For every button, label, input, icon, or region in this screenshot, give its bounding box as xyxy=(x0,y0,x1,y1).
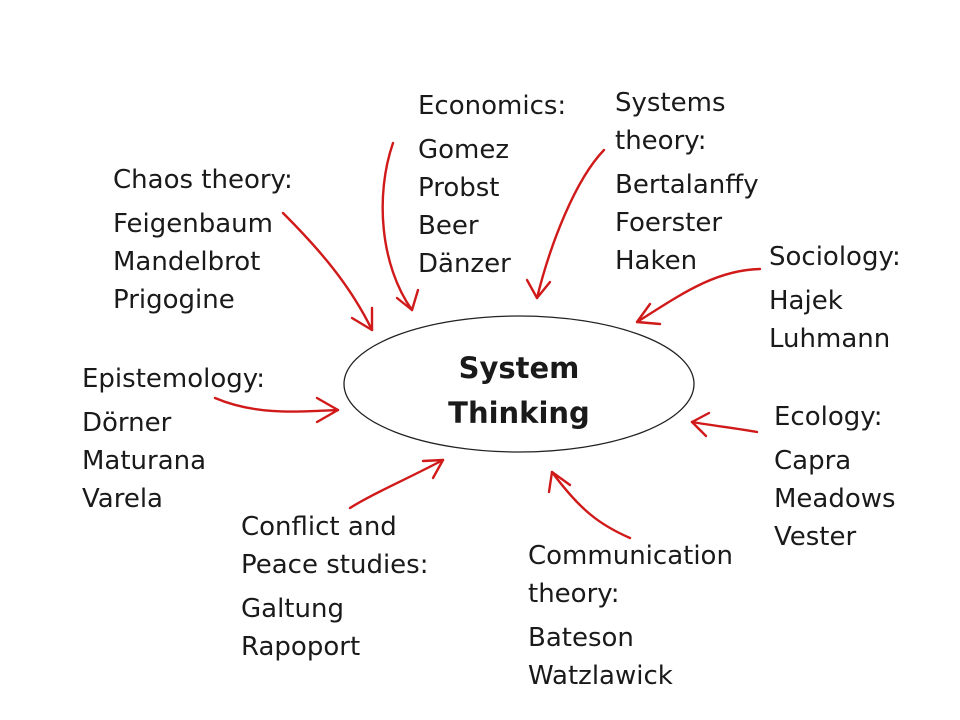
arrow-epistemology xyxy=(213,396,340,424)
group-title-line: Ecology: xyxy=(774,402,883,432)
person-name: Feigenbaum xyxy=(113,209,273,239)
person-name: Watzlawick xyxy=(528,661,673,691)
arrow-ecology xyxy=(690,411,759,438)
group-title: Epistemology: xyxy=(82,360,265,398)
person-name: Meadows xyxy=(774,484,896,514)
person-name: Beer xyxy=(418,211,479,241)
person-name: Rapoport xyxy=(241,632,361,662)
group-title-line: theory: xyxy=(528,579,620,609)
person-name: Varela xyxy=(82,484,163,514)
person-name: Gomez xyxy=(418,135,510,165)
person-name: Dörner xyxy=(82,408,172,438)
person-name: Galtung xyxy=(241,594,344,624)
arrow-chaos-theory xyxy=(281,211,374,332)
arrow-systems-theory xyxy=(525,148,606,300)
group-title: Ecology: xyxy=(774,398,896,436)
person-name: Prigogine xyxy=(113,285,235,315)
person-name: Bateson xyxy=(528,623,634,653)
arrow-conflict-peace xyxy=(348,458,445,510)
group-title-line: Communication xyxy=(528,541,733,571)
center-title-line: System xyxy=(458,351,580,385)
person-name: Capra xyxy=(774,446,852,476)
person-name: Foerster xyxy=(615,208,723,238)
person-name: Luhmann xyxy=(769,324,891,354)
group-title-line: Peace studies: xyxy=(241,550,429,580)
group-title-line: Chaos theory: xyxy=(113,165,293,195)
group-title-line: Sociology: xyxy=(769,242,901,272)
group-title: Systems theory: xyxy=(615,84,759,160)
group-title-line: Economics: xyxy=(418,91,567,121)
group-title-line: Systems xyxy=(615,88,726,118)
arrow-economics xyxy=(381,141,420,312)
person-name: Mandelbrot xyxy=(113,247,261,277)
center-ellipse xyxy=(343,315,695,453)
group-title: Economics: xyxy=(418,87,566,125)
group-title-line: theory: xyxy=(615,126,707,156)
person-name: Dänzer xyxy=(418,249,511,279)
person-name: Probst xyxy=(418,173,500,203)
arrow-sociology xyxy=(635,267,762,326)
arrow-communication xyxy=(547,470,632,540)
group-title-line: Conflict and xyxy=(241,512,397,542)
person-name: Bertalanffy xyxy=(615,170,759,200)
group-title: Sociology: xyxy=(769,238,901,276)
person-name: Hajek xyxy=(769,286,843,316)
group-title-line: Epistemology: xyxy=(82,364,266,394)
person-name: Maturana xyxy=(82,446,207,476)
person-name: Vester xyxy=(774,522,857,552)
person-name: Haken xyxy=(615,246,698,276)
center-title-line: Thinking xyxy=(448,396,590,430)
group-title: Communication theory: xyxy=(528,537,733,613)
group-title: Chaos theory: xyxy=(113,161,293,199)
